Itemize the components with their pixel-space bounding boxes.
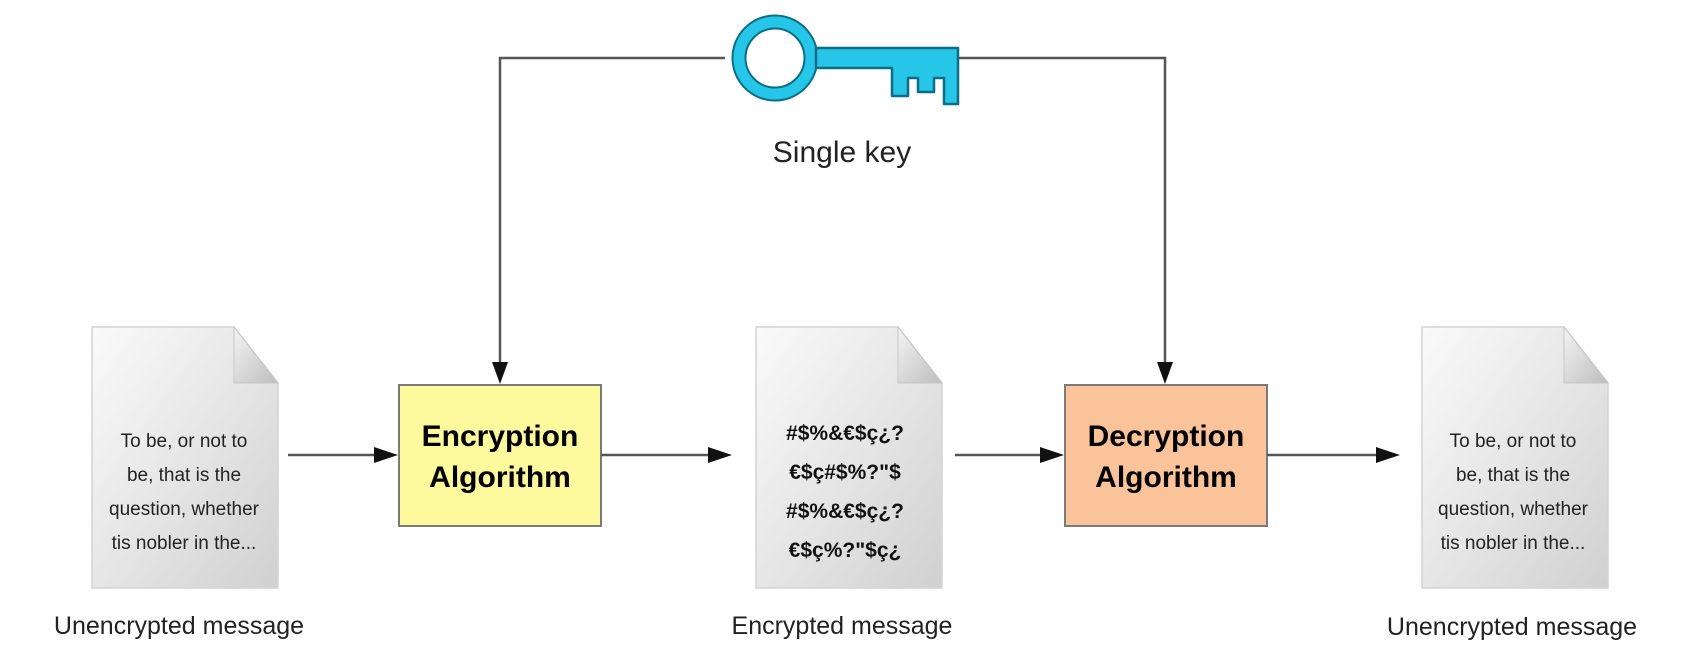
- input-document-text: To be, or not to be, that is the questio…: [109, 431, 260, 554]
- key-icon: [731, 14, 960, 106]
- document-text-line: €$ç%?"$ç¿: [789, 539, 902, 562]
- input-document-icon: [91, 325, 280, 589]
- encryption-box-line: Encryption: [422, 420, 579, 453]
- document-text-line: question, whether: [1438, 499, 1589, 520]
- output-document-text: To be, or not to be, that is the questio…: [1438, 431, 1589, 554]
- decryption-box-line: Decryption: [1088, 420, 1245, 453]
- decryption-algorithm-box: Decryption Algorithm: [1064, 384, 1268, 527]
- encryption-algorithm-box: Encryption Algorithm: [398, 384, 602, 527]
- output-document-icon: [1421, 325, 1610, 589]
- key-connector-right: [955, 56, 1173, 384]
- key-label: Single key: [773, 136, 911, 169]
- document-text-line: #$%&€$ç¿?: [786, 500, 904, 523]
- decryption-box-line: Algorithm: [1095, 461, 1237, 494]
- arrow-to-output-message: [1267, 447, 1400, 463]
- document-text-line: #$%&€$ç¿?: [786, 422, 904, 445]
- encrypted-document-text: #$%&€$ç¿? €$ç#$%?"$ #$%&€$ç¿? €$ç%?"$ç¿: [786, 422, 904, 562]
- key-connector-left: [492, 56, 725, 384]
- encrypted-document-caption: Encrypted message: [732, 612, 953, 640]
- document-text-line: be, that is the: [127, 465, 241, 486]
- output-document-caption: Unencrypted message: [1387, 613, 1637, 641]
- arrow-to-encryption: [288, 447, 398, 463]
- document-text-line: tis nobler in the...: [112, 533, 257, 554]
- arrow-to-decryption: [955, 447, 1064, 463]
- document-text-line: question, whether: [109, 499, 260, 520]
- document-text-line: €$ç#$%?"$: [789, 461, 901, 484]
- encrypted-document-icon: [755, 325, 944, 589]
- arrow-to-encrypted-message: [601, 447, 732, 463]
- document-text-line: tis nobler in the...: [1441, 533, 1586, 554]
- document-text-line: To be, or not to: [1450, 431, 1577, 452]
- input-document-caption: Unencrypted message: [54, 612, 304, 640]
- document-text-line: To be, or not to: [121, 431, 248, 452]
- document-text-line: be, that is the: [1456, 465, 1570, 486]
- encryption-box-line: Algorithm: [429, 461, 571, 494]
